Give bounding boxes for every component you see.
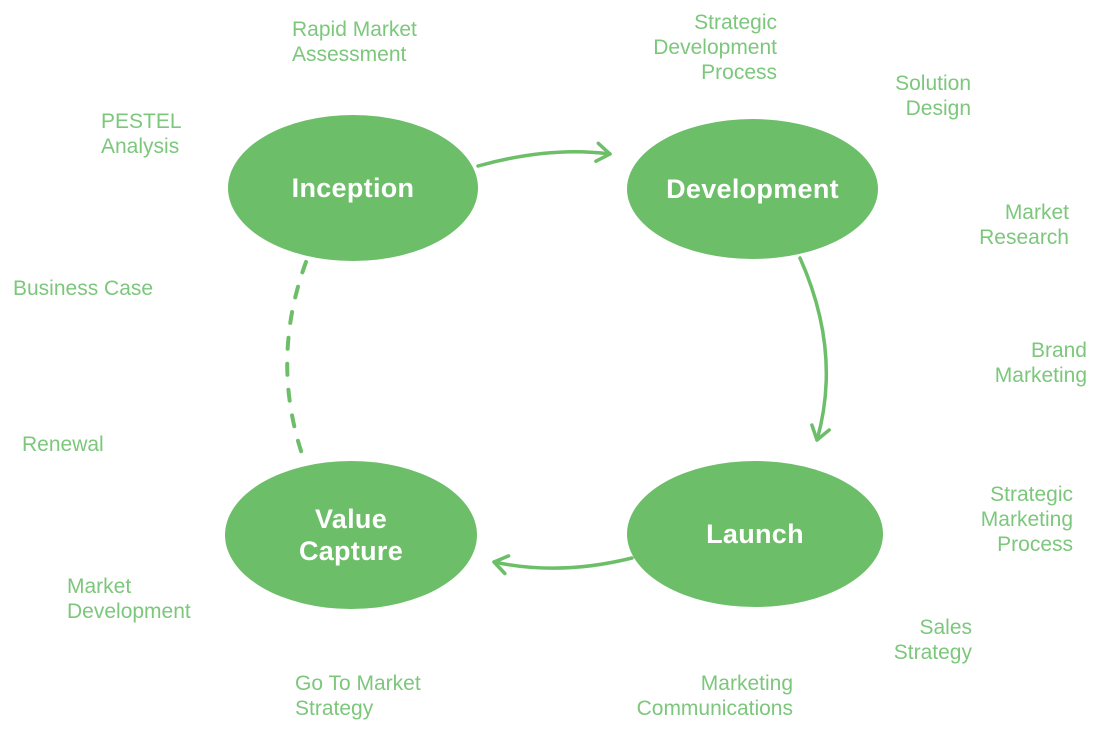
- node-development-label: Development: [666, 174, 839, 204]
- label-renewal: Renewal: [22, 433, 104, 456]
- label-strategic-marketing-process: Strategic Marketing Process: [980, 483, 1073, 556]
- label-go-to-market-strategy: Go To Market Strategy: [295, 672, 421, 720]
- label-sales-strategy: Sales Strategy: [893, 616, 972, 664]
- node-inception-label: Inception: [291, 173, 415, 203]
- label-brand-marketing: Brand Marketing: [994, 339, 1087, 387]
- arrow-development-to-launch: [798, 256, 831, 442]
- node-value-capture-label: Value Capture: [298, 504, 404, 566]
- label-market-development: Market Development: [67, 575, 191, 623]
- label-business-case: Business Case: [13, 277, 154, 300]
- node-inception: Inception: [228, 115, 478, 261]
- dashed-link-value-capture-to-inception: [285, 260, 308, 459]
- arrow-launch-to-value-capture: [492, 554, 634, 576]
- node-value-capture: Value Capture: [225, 461, 477, 609]
- node-launch: Launch: [627, 461, 883, 607]
- arrow-inception-to-development: [476, 141, 612, 168]
- node-launch-label: Launch: [706, 519, 804, 549]
- label-pestel-analysis: PESTEL Analysis: [101, 110, 182, 158]
- label-marketing-communications: Marketing Communications: [636, 672, 793, 720]
- label-strategic-development-process: Strategic Development Process: [653, 11, 777, 84]
- node-development: Development: [627, 119, 878, 259]
- label-solution-design: Solution Design: [895, 72, 971, 120]
- label-rapid-market-assessment: Rapid Market Assessment: [292, 18, 417, 66]
- label-market-research: Market Research: [979, 201, 1069, 249]
